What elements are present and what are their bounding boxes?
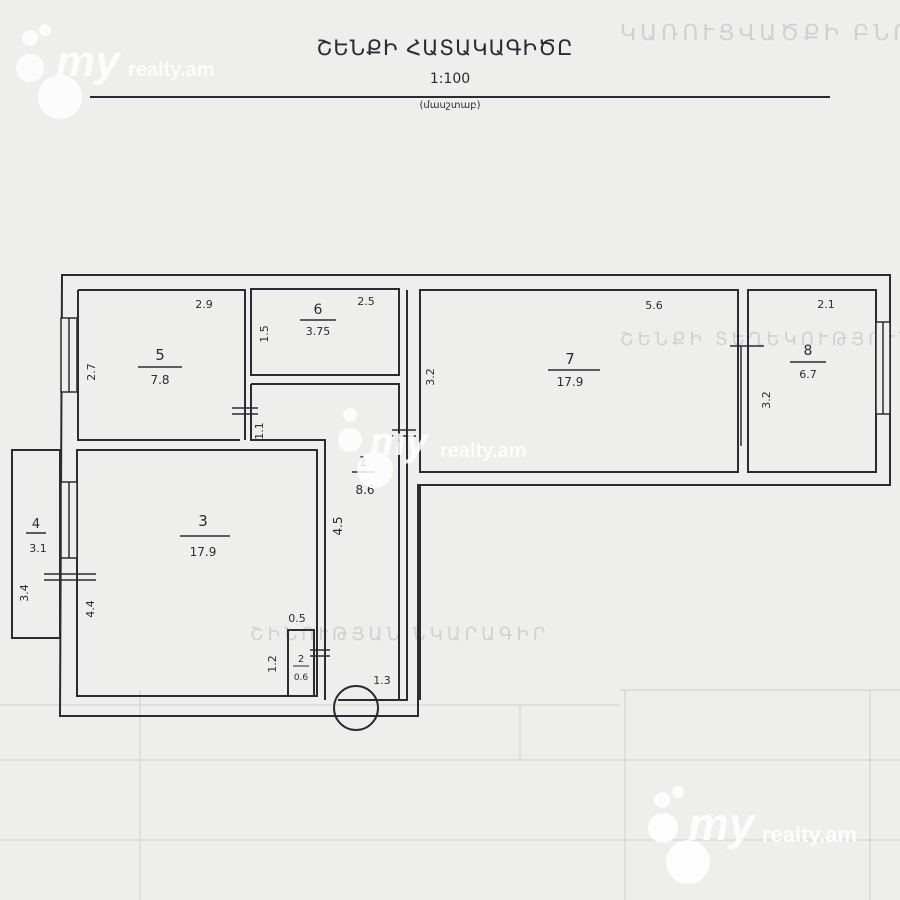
background-heading-mid: ՇԵՆՔԻ ՏԵՂԵԿՈՒԹՅՈՒՆ [620, 329, 900, 349]
room-8-width: 2.1 [817, 298, 835, 311]
room-4-area: 3.1 [29, 542, 47, 555]
room-5-area: 7.8 [150, 373, 169, 387]
room-7-height: 3.2 [424, 368, 437, 386]
room-2-height: 1.2 [266, 655, 279, 673]
room-6-height: 1.5 [258, 325, 271, 343]
watermark-logo-text: my [56, 37, 122, 86]
room-3-area: 17.9 [190, 545, 217, 559]
door-marks [44, 345, 764, 657]
plan-title: ՇԵՆՔԻ ՀԱՏԱԿԱԳԻԾԸ [317, 36, 574, 60]
room-2: 2 0.6 0.5 1.2 [266, 612, 309, 683]
room-7-number: 7 [565, 350, 575, 368]
room-4-number: 4 [32, 517, 40, 532]
room-2-area: 0.6 [294, 673, 309, 683]
room-5-height: 2.7 [85, 363, 98, 381]
watermark-top-left: my realty.am [16, 24, 214, 119]
room-1-height: 4.5 [331, 516, 345, 535]
room-1-width: 1.1 [253, 422, 266, 440]
watermark-brand-text: realty.am [440, 440, 526, 462]
stairwell-symbol [333, 685, 379, 731]
room-8-area: 6.7 [799, 368, 817, 381]
room-8: 8 6.7 2.1 3.2 [760, 298, 835, 409]
room-8-height: 3.2 [760, 391, 773, 409]
scale-caption: (մասշտաբ) [419, 100, 480, 111]
room-7-width: 5.6 [645, 299, 663, 312]
room-5: 5 7.8 2.9 2.7 [85, 298, 213, 387]
windows [60, 317, 891, 559]
watermark-brand-text: realty.am [762, 822, 857, 847]
room-7-area: 17.9 [557, 375, 584, 389]
background-form [0, 689, 900, 900]
room-3: 3 17.9 4.4 [84, 512, 230, 618]
room-5-width: 2.9 [195, 298, 213, 311]
room-2-number: 2 [298, 654, 304, 665]
room-6-number: 6 [314, 302, 323, 318]
room-6-area: 3.75 [306, 325, 331, 338]
watermark-bottom-right: my realty.am [648, 786, 857, 884]
watermark-logo-text: my [688, 798, 757, 850]
background-heading-low: ՇԻՆՈՒԹՅԱՆ ՆԿԱՐԱԳԻՐ [250, 624, 549, 644]
room-4: 4 3.1 3.4 [18, 517, 47, 602]
room-7: 7 17.9 5.6 3.2 [424, 299, 663, 389]
room-5-number: 5 [155, 346, 165, 364]
room-3-height: 4.4 [84, 600, 97, 618]
watermark-center: my realty.am [338, 408, 526, 488]
room-3-number: 3 [198, 512, 208, 530]
room-6-width: 2.5 [357, 295, 375, 308]
walls [11, 274, 891, 717]
room-8-number: 8 [804, 343, 813, 359]
room-2-width: 0.5 [288, 612, 306, 625]
room-6: 6 3.75 2.5 1.5 [258, 295, 375, 343]
background-heading-top: ԿԱՌՈՒՑՎԱԾՔԻ ԲՆՈՒԹԱԳԻՐ [620, 20, 900, 45]
stair-width-label: 1.3 [373, 674, 391, 687]
watermark-brand-text: realty.am [128, 59, 214, 81]
plan-scale: 1:100 [430, 71, 470, 87]
room-4-height: 3.4 [18, 584, 31, 602]
watermark-logo-text: my [370, 420, 430, 464]
